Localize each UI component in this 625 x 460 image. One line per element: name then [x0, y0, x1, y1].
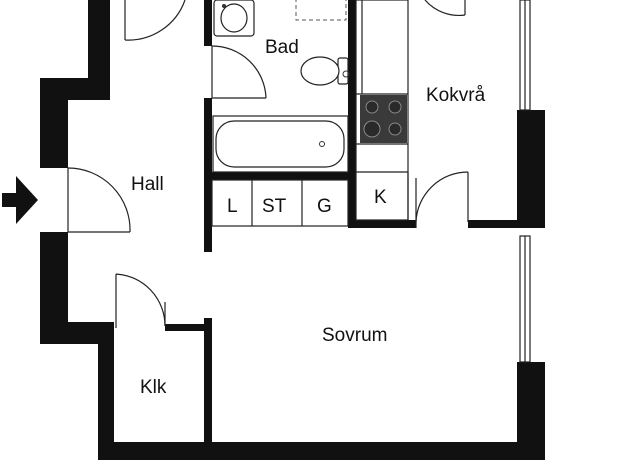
wall-bath-left: [204, 98, 212, 176]
door-closet[interactable]: [115, 273, 166, 328]
door-top-left[interactable]: [124, 0, 186, 41]
wall-storage-bottom: [350, 220, 416, 228]
stove-icon: [360, 95, 407, 143]
shower-area: [295, 0, 347, 21]
room-label-sovrum: Sovrum: [322, 325, 387, 346]
bathroom-fixtures: [212, 0, 350, 173]
entrance-arrow-icon: [2, 176, 38, 224]
storage-label-st: ST: [262, 196, 287, 217]
wall-left-upper: [88, 0, 110, 78]
toilet-icon: [300, 56, 350, 86]
wall-bath-right: [348, 0, 356, 228]
room-label-kokvra: Kokvrå: [426, 85, 486, 106]
wall-kitchen-bottom: [468, 220, 520, 228]
wall-upper-left-room: [204, 0, 212, 46]
door-top-right[interactable]: [424, 0, 466, 17]
wall-left-bottom: [98, 322, 114, 460]
wall-bedroom-left: [204, 318, 212, 446]
wall-bath-bottom: [204, 172, 356, 180]
storage-units: [211, 179, 349, 227]
bathtub-icon: [212, 115, 349, 173]
door-entrance[interactable]: [40, 167, 131, 233]
wall-right-lower: [517, 362, 545, 460]
room-label-hall: Hall: [131, 174, 164, 195]
doors: [40, 0, 469, 328]
wall-right-upper: [517, 110, 545, 228]
wall-left-lower: [40, 232, 68, 324]
wall-left-mid: [40, 78, 68, 168]
storage-label-l: L: [227, 196, 238, 217]
wall-bottom: [98, 442, 545, 460]
storage-row: [211, 179, 349, 227]
room-label-bad: Bad: [265, 37, 299, 58]
wall-closet-top: [165, 324, 209, 331]
wall-storage-left: [204, 172, 212, 252]
storage-label-g: G: [317, 196, 332, 217]
windows: [519, 0, 531, 363]
walls: [40, 0, 545, 460]
sink-icon: [213, 0, 255, 37]
door-kitchen[interactable]: [415, 171, 469, 228]
room-label-klk: Klk: [140, 377, 167, 398]
storage-label-k: K: [374, 187, 387, 208]
kitchen-fixtures: [355, 0, 409, 221]
wall-left-step2: [40, 322, 112, 344]
door-bathroom[interactable]: [211, 45, 267, 99]
